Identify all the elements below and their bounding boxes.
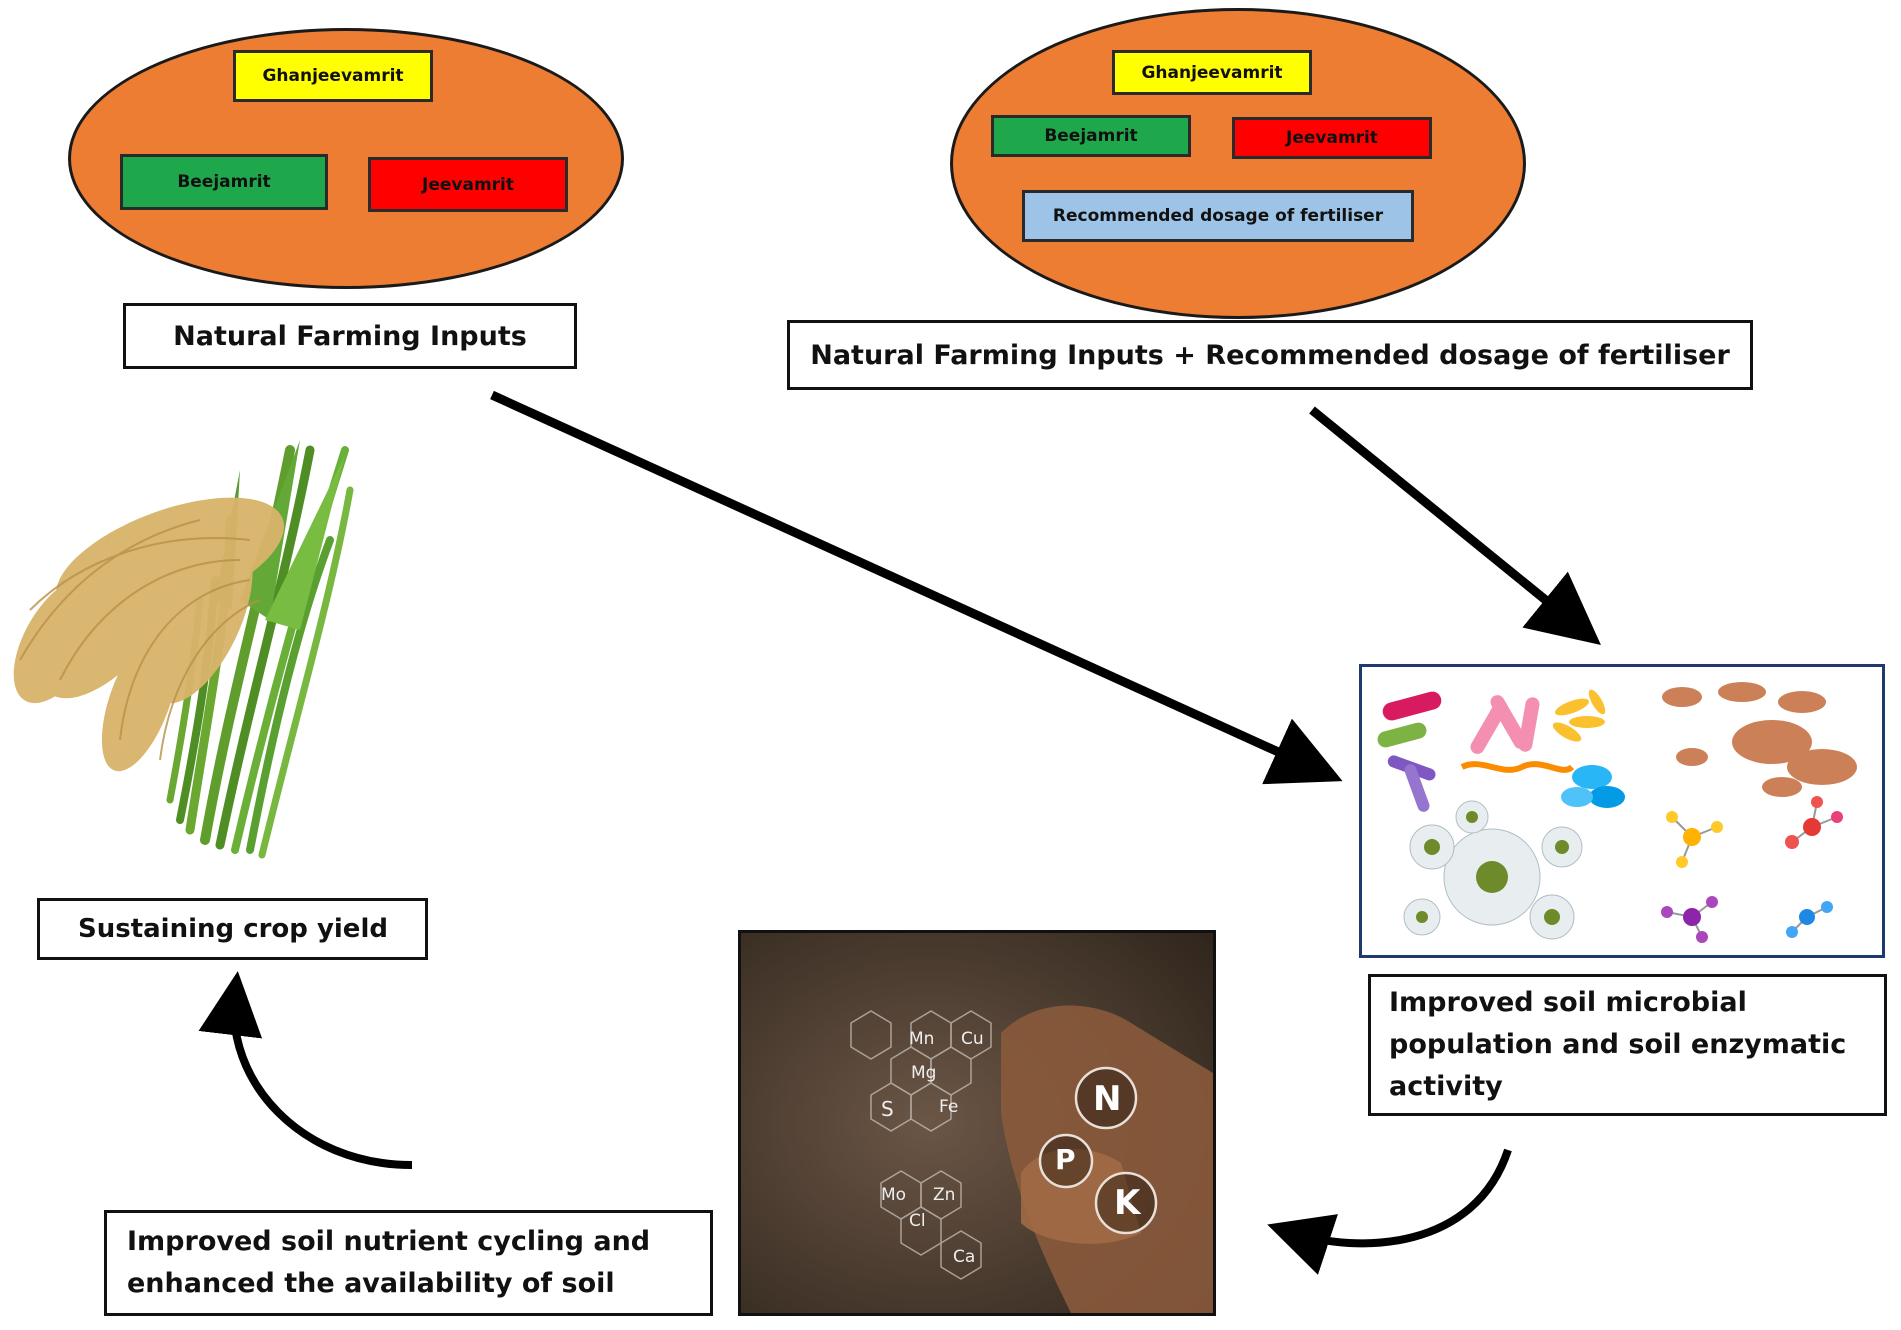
right-beejamrit-chip: Beejamrit — [991, 115, 1191, 157]
element-cl: Cl — [909, 1211, 926, 1231]
element-n: N — [1093, 1079, 1122, 1119]
right-jeevamrit-chip: Jeevamrit — [1232, 117, 1432, 159]
left-jeevamrit-chip: Jeevamrit — [368, 157, 568, 212]
right-ghanjeevamrit-chip: Ghanjeevamrit — [1112, 50, 1312, 95]
arrow-soil-to-crop — [198, 971, 413, 1169]
left-inputs-caption: Natural Farming Inputs — [123, 303, 577, 369]
right-inputs-caption-text: Natural Farming Inputs + Recommended dos… — [810, 339, 1730, 371]
microbes-collage-image — [1359, 664, 1885, 958]
left-ghanjeevamrit-chip: Ghanjeevamrit — [233, 50, 433, 102]
element-s: S — [881, 1097, 894, 1121]
right-inputs-caption: Natural Farming Inputs + Recommended dos… — [787, 320, 1753, 390]
element-zn: Zn — [933, 1185, 956, 1205]
left-beejamrit-chip: Beejamrit — [120, 154, 328, 210]
soil-nutrients-image: Mn Cu Mg S Fe Mo Zn Cl Ca N P K — [738, 930, 1216, 1316]
microbes-caption-text: Improved soil microbial population and s… — [1389, 987, 1847, 1102]
soil-drawing — [741, 933, 1213, 1313]
crop-caption: Sustaining crop yield — [37, 898, 428, 960]
element-ca: Ca — [953, 1247, 976, 1267]
element-k: K — [1114, 1183, 1141, 1223]
element-mo: Mo — [881, 1185, 907, 1205]
element-fe: Fe — [939, 1097, 959, 1117]
arrow-right-to-microbes — [1309, 406, 1601, 646]
soil-caption: Improved soil nutrient cycling and enhan… — [104, 1210, 713, 1316]
element-cu: Cu — [961, 1029, 984, 1049]
arrow-microbes-to-soil — [1267, 1148, 1512, 1275]
microbes-drawing — [1377, 682, 1857, 943]
element-mg: Mg — [911, 1063, 937, 1083]
microbes-caption: Improved soil microbial population and s… — [1368, 974, 1887, 1116]
element-mn: Mn — [909, 1029, 935, 1049]
right-fertiliser-chip: Recommended dosage of fertiliser — [1022, 190, 1414, 242]
soil-caption-text: Improved soil nutrient cycling and enhan… — [127, 1226, 651, 1299]
left-inputs-caption-text: Natural Farming Inputs — [173, 320, 527, 352]
arrow-left-to-microbes — [490, 390, 1343, 785]
element-p: P — [1055, 1143, 1076, 1176]
crop-caption-text: Sustaining crop yield — [78, 914, 388, 944]
